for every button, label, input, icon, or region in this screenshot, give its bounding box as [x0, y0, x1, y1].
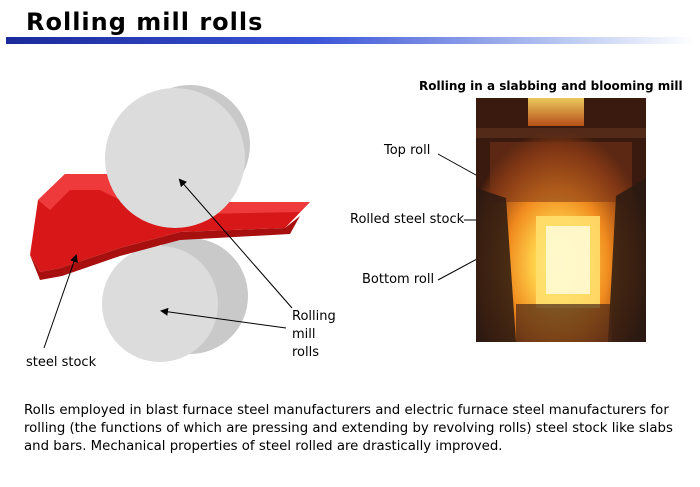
photo-title: Rolling in a slabbing and blooming mill	[419, 79, 683, 93]
description-text: Rolls employed in blast furnace steel ma…	[24, 403, 673, 454]
top-roll-label: Top roll	[384, 143, 431, 158]
arrow-steel-stock	[43, 254, 78, 349]
steel-stock-label: steel stock	[26, 355, 97, 370]
title-underline	[6, 37, 694, 44]
arrow-bottom-roll	[160, 307, 287, 329]
top-roll	[105, 85, 250, 228]
bottom-roll-label: Bottom roll	[362, 272, 435, 287]
page-title: Rolling mill rolls	[26, 8, 264, 36]
rolled-stock-label: Rolled steel stock	[350, 212, 465, 227]
bottom-roll	[102, 238, 248, 362]
rolls-label-line3: rolls	[292, 345, 320, 360]
arrow-top-roll	[178, 178, 293, 309]
rolls-label-line1: Rolling	[292, 309, 336, 324]
mill-photo	[476, 98, 646, 342]
rolls-label-line2: mill	[292, 327, 316, 342]
